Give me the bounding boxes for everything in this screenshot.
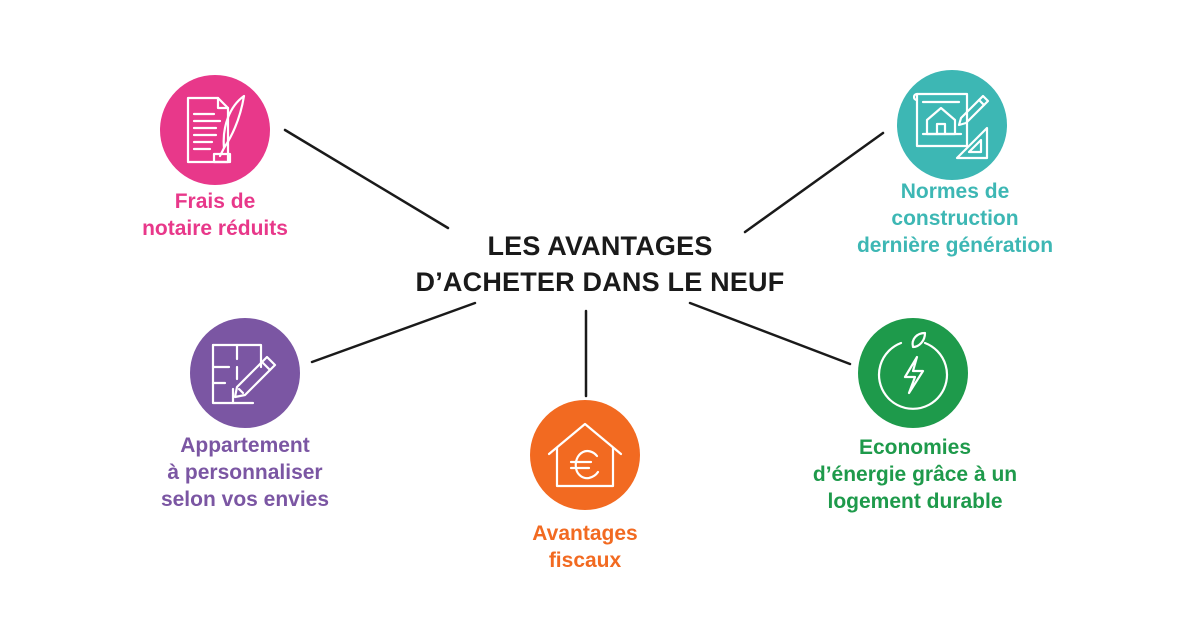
node-notaire-label: Frais de notaire réduits (90, 188, 340, 242)
connector-energie (688, 301, 852, 366)
leaf-lightning-icon (877, 331, 949, 410)
node-appartement-line: Appartement (180, 434, 310, 457)
node-appartement-circle (190, 318, 300, 428)
node-normes-line: Normes de (900, 180, 1010, 203)
house-euro-icon (547, 422, 623, 488)
node-energie-circle (858, 318, 968, 428)
node-appartement-label: Appartement à personnaliser selon vos en… (110, 432, 380, 513)
node-energie-line: d’énergie grâce à un (812, 463, 1018, 486)
node-energie-line: Economies (858, 436, 972, 459)
connector-appartement (310, 301, 477, 364)
node-fiscaux-circle (530, 400, 640, 510)
node-fiscaux-label: Avantages fiscaux (470, 520, 700, 574)
floorplan-pencil-icon (211, 343, 277, 405)
node-fiscaux-line: Avantages (532, 522, 638, 545)
node-appartement-line: selon vos envies (160, 488, 330, 511)
node-appartement-line: à personnaliser (167, 461, 323, 484)
center-title-line1: LES AVANTAGES (487, 231, 713, 261)
center-title-line2: D’ACHETER DANS LE NEUF (415, 267, 785, 297)
node-notaire-line: Frais de (174, 190, 256, 213)
node-normes-circle (897, 70, 1007, 180)
node-normes-label: Normes de construction dernière générati… (800, 178, 1110, 259)
node-notaire-line: notaire réduits (142, 217, 288, 240)
node-energie-label: Economies d’énergie grâce à un logement … (760, 434, 1070, 515)
connector-normes (743, 131, 885, 234)
connector-notaire (283, 128, 450, 230)
node-energie-line: logement durable (827, 490, 1003, 513)
center-title: LES AVANTAGES D’ACHETER DANS LE NEUF (370, 228, 830, 300)
document-quill-icon (186, 94, 246, 164)
node-fiscaux-line: fiscaux (548, 549, 622, 572)
node-normes-line: dernière génération (856, 234, 1054, 257)
node-notaire-circle (160, 75, 270, 185)
node-normes-line: construction (891, 207, 1019, 230)
blueprint-house-icon (913, 92, 990, 160)
